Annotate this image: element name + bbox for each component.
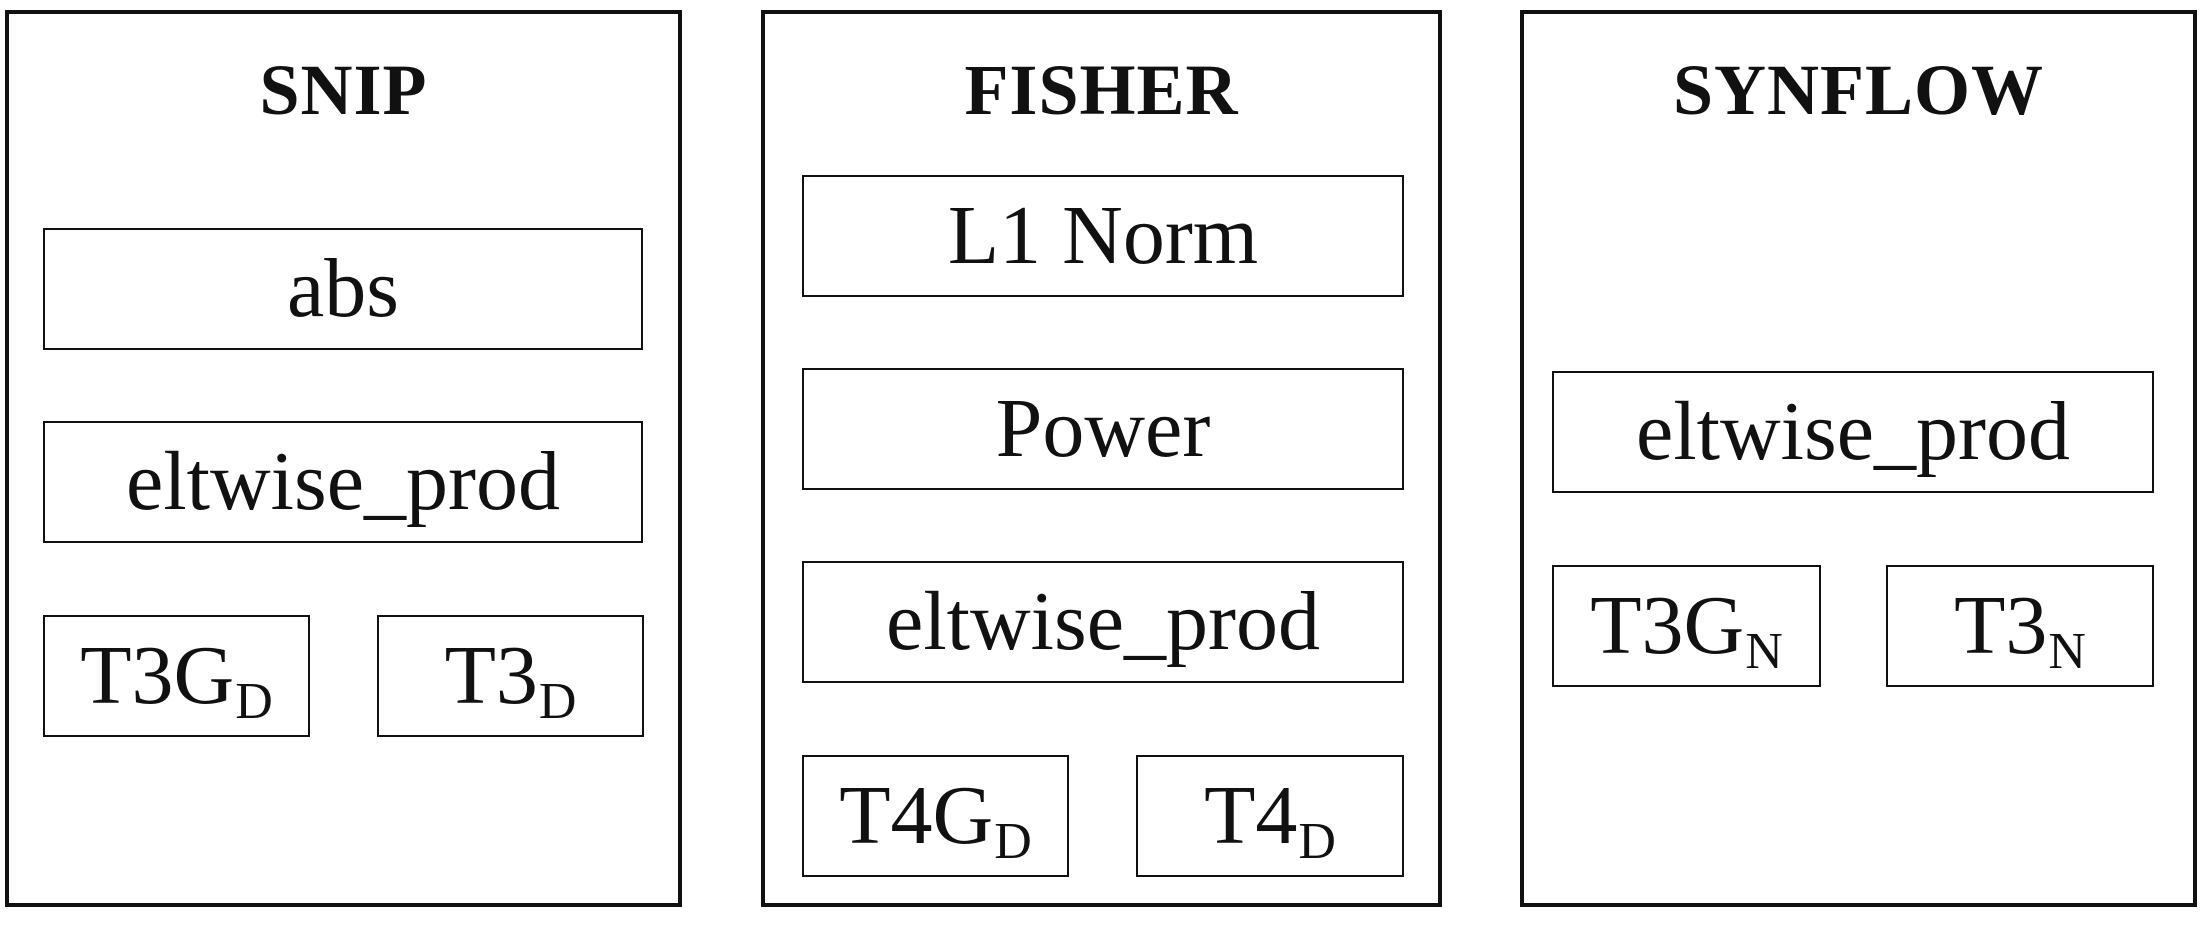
node-label-subscript: D [235,673,273,730]
node-label: abs [287,242,399,335]
fisher-eltwise-prod-node: eltwise_prod [802,561,1404,683]
panel-title: FISHER [964,50,1239,130]
panel-title: SYNFLOW [1672,50,2045,130]
node-label: eltwise_prod [1636,385,2070,478]
node-label-base: T3G [1590,579,1745,672]
node-label: L1 Norm [947,189,1259,282]
node-label-subscript: D [994,813,1032,870]
node-label-base: T3 [444,629,538,722]
node-label-base: T3G [80,629,235,722]
node-label-subscript: D [1298,813,1336,870]
panel-title: SNIP [259,50,428,130]
node-label-subscript: N [2048,623,2086,680]
node-label-base: T3 [1954,579,2048,672]
fisher-l1-norm-node: L1 Norm [802,175,1404,297]
snip-abs-node: abs [43,228,643,350]
node-label-base: T4G [839,769,994,862]
snip-eltwise-prod-node: eltwise_prod [43,421,643,543]
synflow-eltwise-prod-node: eltwise_prod [1552,371,2154,493]
node-label-subscript: N [1745,623,1783,680]
node-label-subscript: D [538,673,577,730]
node-label-base: T4 [1204,769,1298,862]
node-label: eltwise_prod [886,575,1320,668]
fisher-power-node: Power [802,368,1404,490]
node-label: eltwise_prod [126,435,560,528]
node-label: Power [995,382,1211,475]
